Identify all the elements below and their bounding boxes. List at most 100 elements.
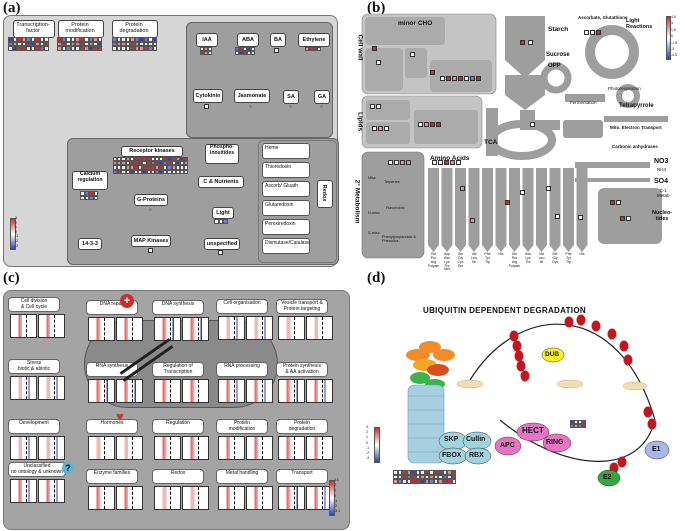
scale-tick-label: 1 [15, 225, 17, 230]
heatmap-cell [117, 165, 122, 170]
e1-label: E1 [652, 446, 661, 453]
panel-d-letter: (d) [367, 270, 386, 286]
gene-square [578, 215, 583, 220]
category-histogram [88, 486, 115, 510]
heatmap-cell [152, 46, 157, 51]
heatmap-cell [223, 219, 228, 224]
heatmap-cell [93, 37, 98, 42]
heatmap-cell [112, 41, 117, 46]
protein-degradation-heatmap [112, 37, 157, 51]
heatmap-cell [79, 37, 84, 42]
category-histogram [38, 479, 65, 503]
light-reactions-cycle [585, 25, 639, 79]
heatmap-cell [121, 157, 126, 162]
heatmap-cell [148, 37, 153, 42]
heatmap-cell [117, 169, 122, 174]
histogram-zero-line [170, 318, 171, 340]
protein-modification-heatmap [57, 37, 102, 51]
heatmap-cell [159, 165, 164, 170]
histogram-zero-line [322, 437, 323, 459]
heatmap-cell [143, 37, 148, 42]
light-reactions-label: Light Reactions [626, 18, 653, 31]
gene-square [394, 160, 399, 165]
heart-icon: ♥ [116, 409, 124, 424]
heatmap-cell [429, 479, 434, 484]
gene-square [616, 200, 621, 205]
gene-square [528, 40, 533, 45]
cytokinin-square [204, 104, 209, 109]
histogram-zero-line [104, 437, 105, 459]
protein-modification-label: Protein modification [65, 22, 95, 35]
heatmap-cell [243, 51, 247, 55]
c1-label: C-1 Metab [657, 188, 670, 198]
heatmap-cell [167, 169, 172, 174]
heatmap-cell [184, 169, 189, 174]
light-box: Light [212, 207, 234, 219]
gene-square [446, 76, 451, 81]
histogram-zero-line [26, 437, 27, 459]
heatmap-cell [167, 165, 172, 170]
heatmap-cell [570, 424, 574, 428]
heatmap-cell [163, 157, 168, 162]
category-histogram [88, 379, 115, 403]
heatmap-cell [57, 37, 62, 42]
secondary-item-label: Phenylpropanoids & Phenolics [382, 235, 416, 244]
heatmap-cell [402, 474, 407, 479]
tca-label: TCA [484, 139, 498, 146]
heatmap-cell [180, 161, 185, 166]
category-box: Cell division & Cell cycle [8, 297, 60, 312]
heatmap-cell [142, 161, 147, 166]
cell-wall-label: Cell wall [356, 34, 364, 61]
e2-label: E2 [603, 474, 612, 481]
heatmap-cell [35, 46, 40, 51]
heatmap-cell [138, 161, 143, 166]
gene-square [418, 122, 423, 127]
ubiquitin-bead [512, 340, 522, 352]
heatmap-cell [26, 46, 31, 51]
scale-tick-label: 3.1 [334, 478, 339, 482]
gene-square [370, 104, 375, 109]
heatmap-cell [70, 46, 75, 51]
category-box: Cell organisation [216, 299, 268, 314]
histogram-zero-line [198, 318, 199, 340]
category-histogram [278, 436, 305, 460]
category-box: DNA synthesis [152, 300, 204, 315]
heatmap-cell [175, 157, 180, 162]
gene-square [476, 76, 481, 81]
heatmap-cell [393, 470, 398, 475]
heatmap-cell [429, 470, 434, 475]
carbonic-label: Carbonic anhydrases [612, 144, 658, 149]
heatmap-cell [57, 46, 62, 51]
panel-d-title: UBIQUITIN DEPENDENT DEGRADATION [423, 306, 586, 315]
heatmap-cell [134, 37, 139, 42]
heatmap-cell [125, 169, 130, 174]
heatmap-cell [578, 420, 582, 424]
transcription-factor-heatmap [8, 37, 49, 51]
heatmap-cell [8, 46, 13, 51]
heatmap-cell [84, 191, 89, 196]
gene-square [520, 190, 525, 195]
scale-tick-label: 0 [671, 34, 673, 39]
heatmap-cell [239, 47, 243, 51]
heatmap-cell [66, 41, 71, 46]
heatmap-cell [424, 474, 429, 479]
heatmap-cell [142, 157, 147, 162]
gene-square [400, 160, 405, 165]
amino-acid-column [536, 168, 547, 252]
g-proteins-dot [149, 208, 152, 211]
category-histogram [154, 436, 181, 460]
heatmap-cell [317, 47, 321, 51]
amino-acid-label: Gln Pro Arg Polyam [427, 252, 440, 268]
gene-square [520, 40, 525, 45]
starch-shape [505, 16, 545, 78]
gene-square [372, 46, 377, 51]
histogram-zero-line [262, 437, 263, 459]
category-box: RNA synthesis [86, 362, 138, 377]
photorespiration-label: Photorespiration [608, 86, 641, 91]
histogram-zero-line [170, 380, 171, 402]
heatmap-cell [578, 424, 582, 428]
gene-square [546, 186, 551, 191]
heatmap-cell [171, 165, 176, 170]
histogram-zero-line [54, 377, 55, 399]
gene-square [610, 200, 615, 205]
